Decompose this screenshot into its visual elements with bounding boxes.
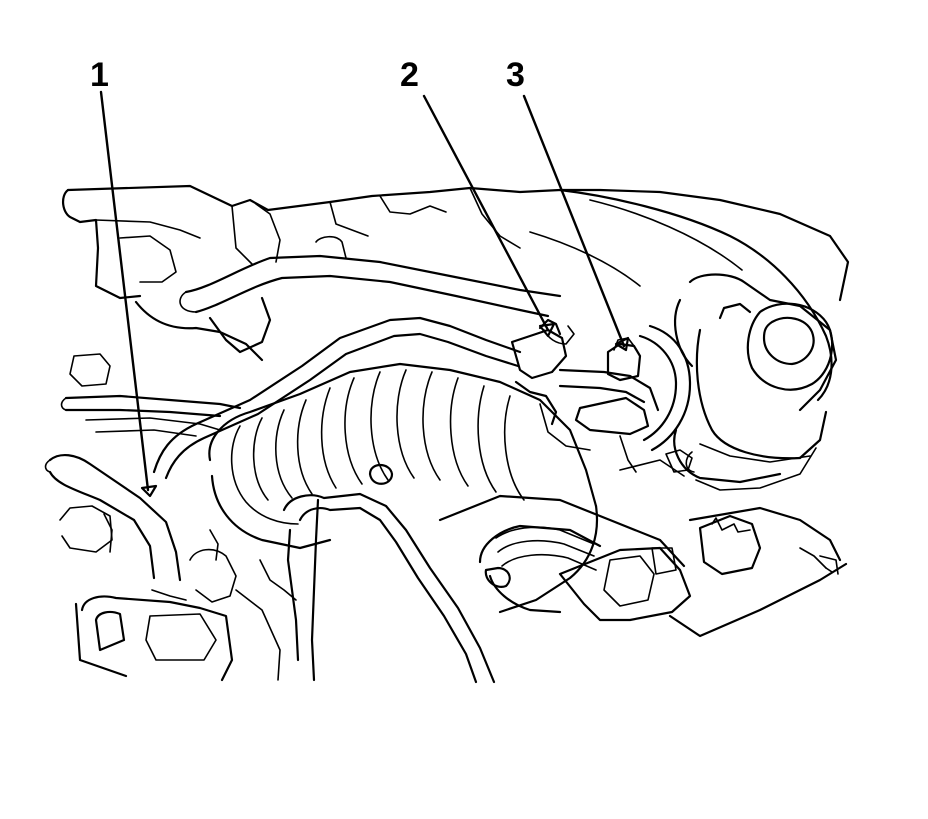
callout-2-pointer xyxy=(538,322,556,338)
callout-1-pointer xyxy=(140,484,158,498)
fittings-area xyxy=(510,318,692,473)
right-details xyxy=(619,449,833,573)
callout-3-pointer xyxy=(614,336,630,352)
callout-3-label: 3 xyxy=(506,56,525,94)
callout-3-leader xyxy=(522,94,626,348)
air-intake-duct xyxy=(208,362,599,614)
callout-1-leader xyxy=(99,90,150,492)
vacuum-line xyxy=(152,316,522,480)
throttle-body xyxy=(438,494,848,638)
left-components xyxy=(44,296,272,682)
reservoir xyxy=(673,273,838,491)
engine-bay-upper-outline xyxy=(62,184,850,402)
upper-coolant-hose xyxy=(179,235,562,318)
callout-1-label: 1 xyxy=(90,56,109,94)
callout-2-label: 2 xyxy=(400,56,419,94)
lower-hoses xyxy=(151,492,496,684)
callout-2-leader xyxy=(422,94,550,332)
